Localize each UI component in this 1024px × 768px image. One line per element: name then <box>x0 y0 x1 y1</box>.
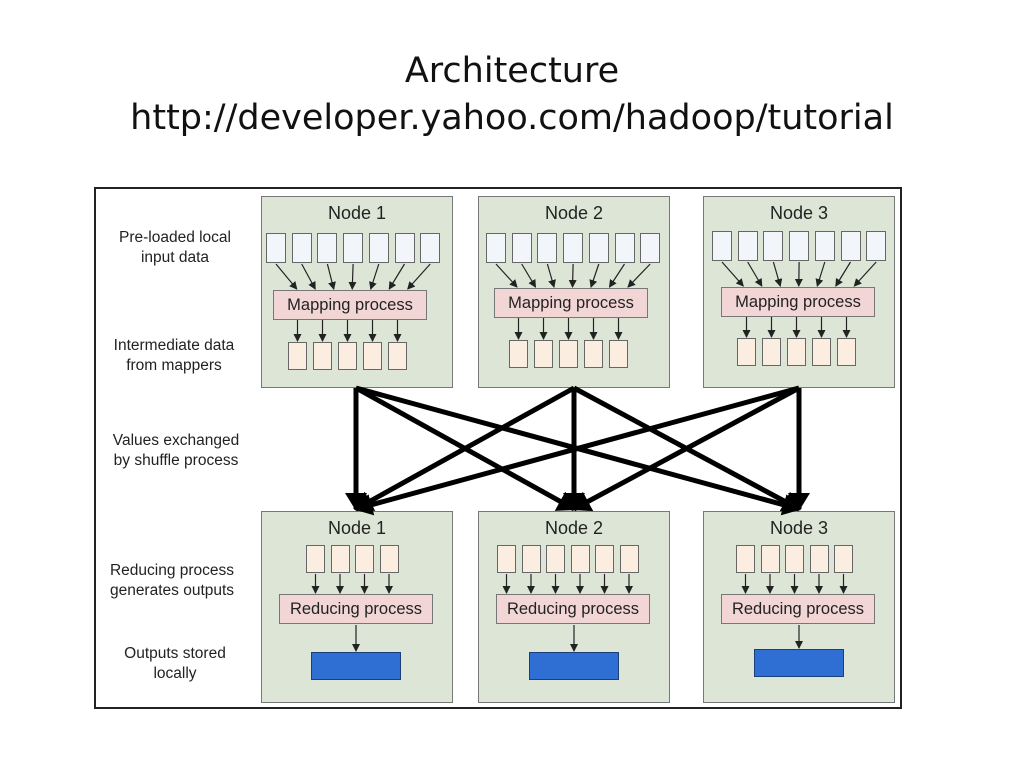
input-data-chunk <box>266 233 286 263</box>
reduce-input-chunk <box>355 545 374 573</box>
reduce-input-chunk <box>379 545 399 573</box>
node-label: Node 2 <box>544 518 604 538</box>
output-storage-box <box>529 652 619 680</box>
input-data-chunk <box>737 231 758 261</box>
input-data-chunk <box>343 233 364 263</box>
input-data-chunk <box>563 233 584 263</box>
reduce-input-chunk <box>760 545 780 573</box>
reduce-input-chunk <box>306 545 325 573</box>
reduce-input-chunk <box>330 545 350 573</box>
intermediate-data-chunk <box>534 340 553 368</box>
input-data-chunk <box>614 233 635 263</box>
input-data-chunk <box>511 233 532 263</box>
intermediate-data-chunk <box>559 340 578 368</box>
mapping-process-box: Mapping process <box>494 288 648 318</box>
reduce-input-chunk <box>736 545 755 573</box>
intermediate-data-chunk <box>338 342 357 370</box>
intermediate-data-chunk <box>609 340 628 368</box>
intermediate-data-chunk <box>787 338 806 366</box>
reduce-input-chunk <box>595 545 614 573</box>
reduce-input-chunk <box>570 545 590 573</box>
mapping-process-box: Mapping process <box>721 287 875 317</box>
reduce-input-chunk <box>785 545 804 573</box>
mapping-process-box: Mapping process <box>273 290 427 320</box>
title-line-1: Architecture <box>404 51 620 91</box>
intermediate-data-chunk <box>737 338 756 366</box>
input-data-chunk <box>763 231 784 261</box>
input-data-chunk <box>394 233 415 263</box>
input-data-chunk <box>840 231 861 261</box>
input-data-chunk <box>789 231 810 261</box>
input-data-chunk <box>537 233 558 263</box>
reducing-process-box: Reducing process <box>721 594 875 624</box>
reducing-process-box: Reducing process <box>496 594 650 624</box>
output-storage-box <box>311 652 401 680</box>
input-data-chunk <box>420 233 441 263</box>
input-data-chunk <box>368 233 389 263</box>
input-data-chunk <box>291 233 312 263</box>
node-label: Node 3 <box>769 518 829 538</box>
input-data-chunk <box>486 233 506 263</box>
reduce-input-chunk <box>497 545 516 573</box>
node-label: Node 3 <box>769 203 829 223</box>
input-data-chunk <box>712 231 732 261</box>
reduce-input-chunk <box>834 545 853 573</box>
intermediate-data-chunk <box>509 340 528 368</box>
title-line-2: http://developer.yahoo.com/hadoop/tutori… <box>130 98 894 138</box>
intermediate-data-chunk <box>313 342 332 370</box>
input-data-chunk <box>588 233 609 263</box>
slide-title: Architecture http://developer.yahoo.com/… <box>0 48 1024 142</box>
input-data-chunk <box>866 231 887 261</box>
reduce-input-chunk <box>809 545 829 573</box>
input-data-chunk <box>814 231 835 261</box>
input-data-chunk <box>317 233 338 263</box>
intermediate-data-chunk <box>584 340 603 368</box>
intermediate-data-chunk <box>762 338 781 366</box>
node-label: Node 1 <box>327 203 387 223</box>
reducing-process-box: Reducing process <box>279 594 433 624</box>
intermediate-data-chunk <box>388 342 407 370</box>
intermediate-data-chunk <box>363 342 382 370</box>
reduce-input-chunk <box>619 545 639 573</box>
intermediate-data-chunk <box>812 338 831 366</box>
node-label: Node 2 <box>544 203 604 223</box>
input-data-chunk <box>640 233 661 263</box>
node-label: Node 1 <box>327 518 387 538</box>
intermediate-data-chunk <box>288 342 307 370</box>
reduce-input-chunk <box>521 545 541 573</box>
output-storage-box <box>754 649 844 677</box>
reduce-input-chunk <box>546 545 565 573</box>
intermediate-data-chunk <box>837 338 856 366</box>
